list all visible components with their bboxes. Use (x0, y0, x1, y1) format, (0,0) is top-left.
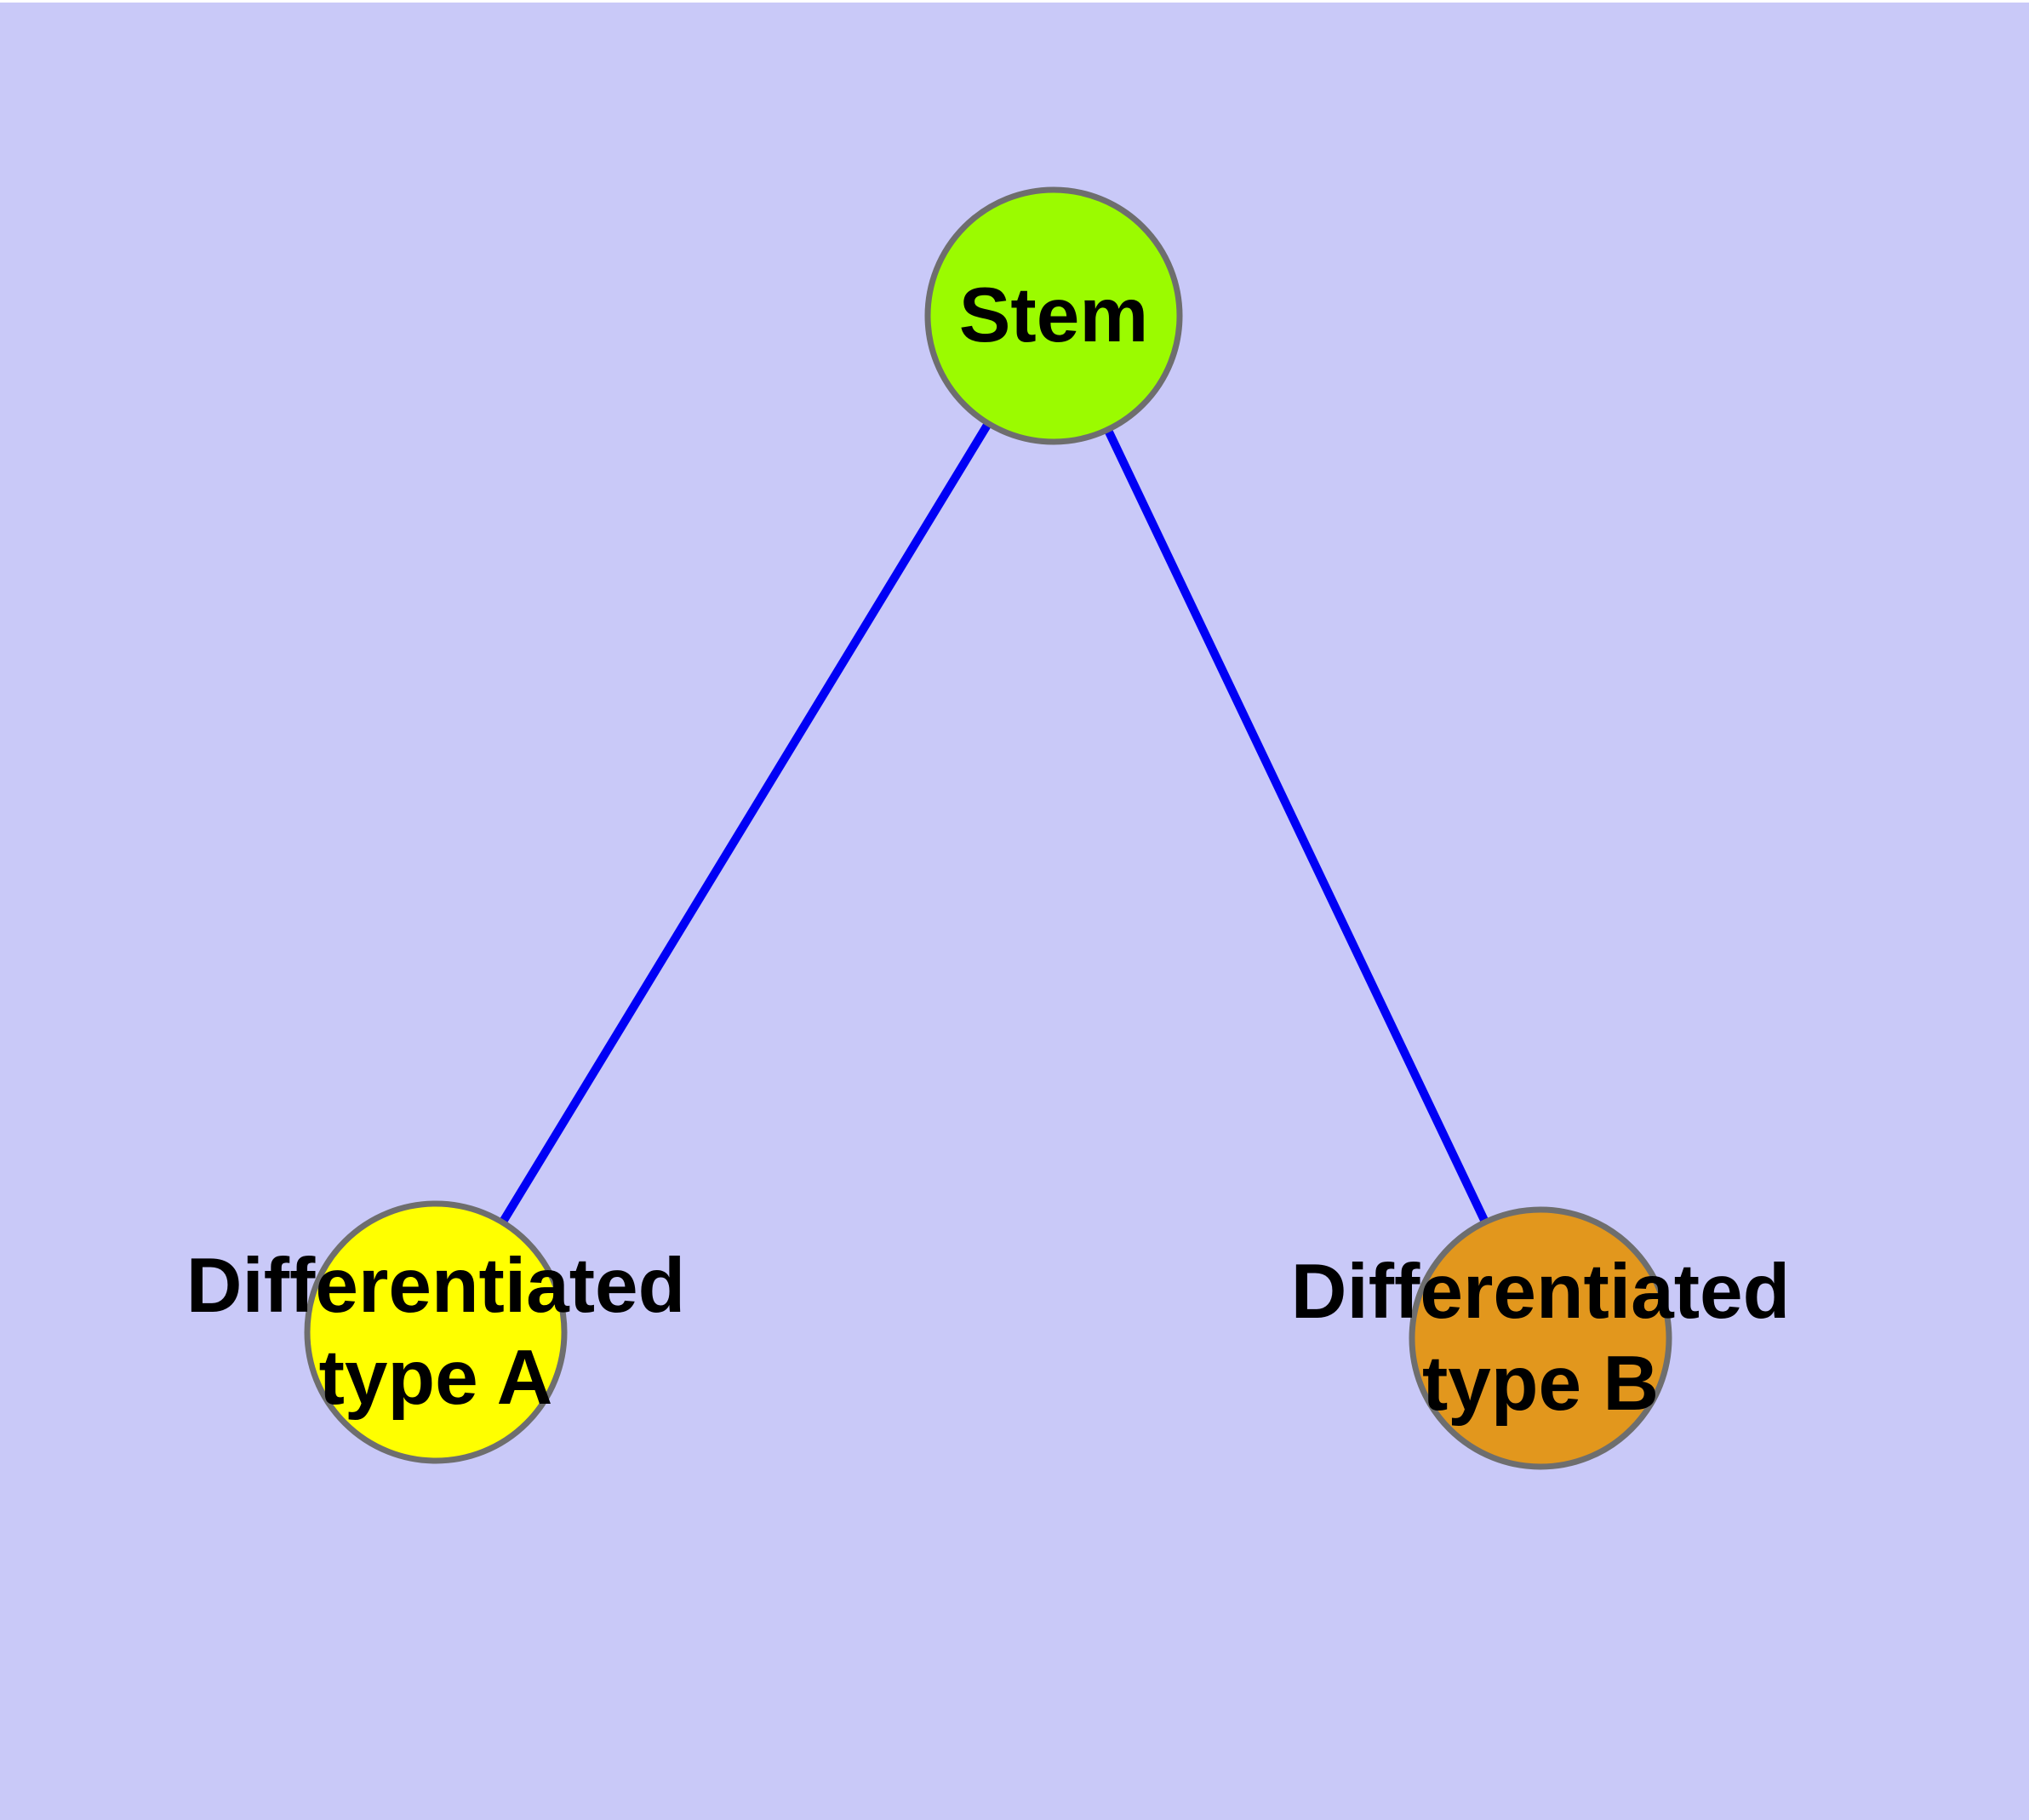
edge-stem-to-type-b (1049, 313, 1545, 1341)
window-top-edge (0, 0, 2029, 3)
node-differentiated-type-a (304, 1200, 568, 1464)
node-stem (924, 186, 1183, 445)
node-differentiated-type-b (1409, 1206, 1672, 1470)
edge-stem-to-type-a (432, 313, 1058, 1335)
